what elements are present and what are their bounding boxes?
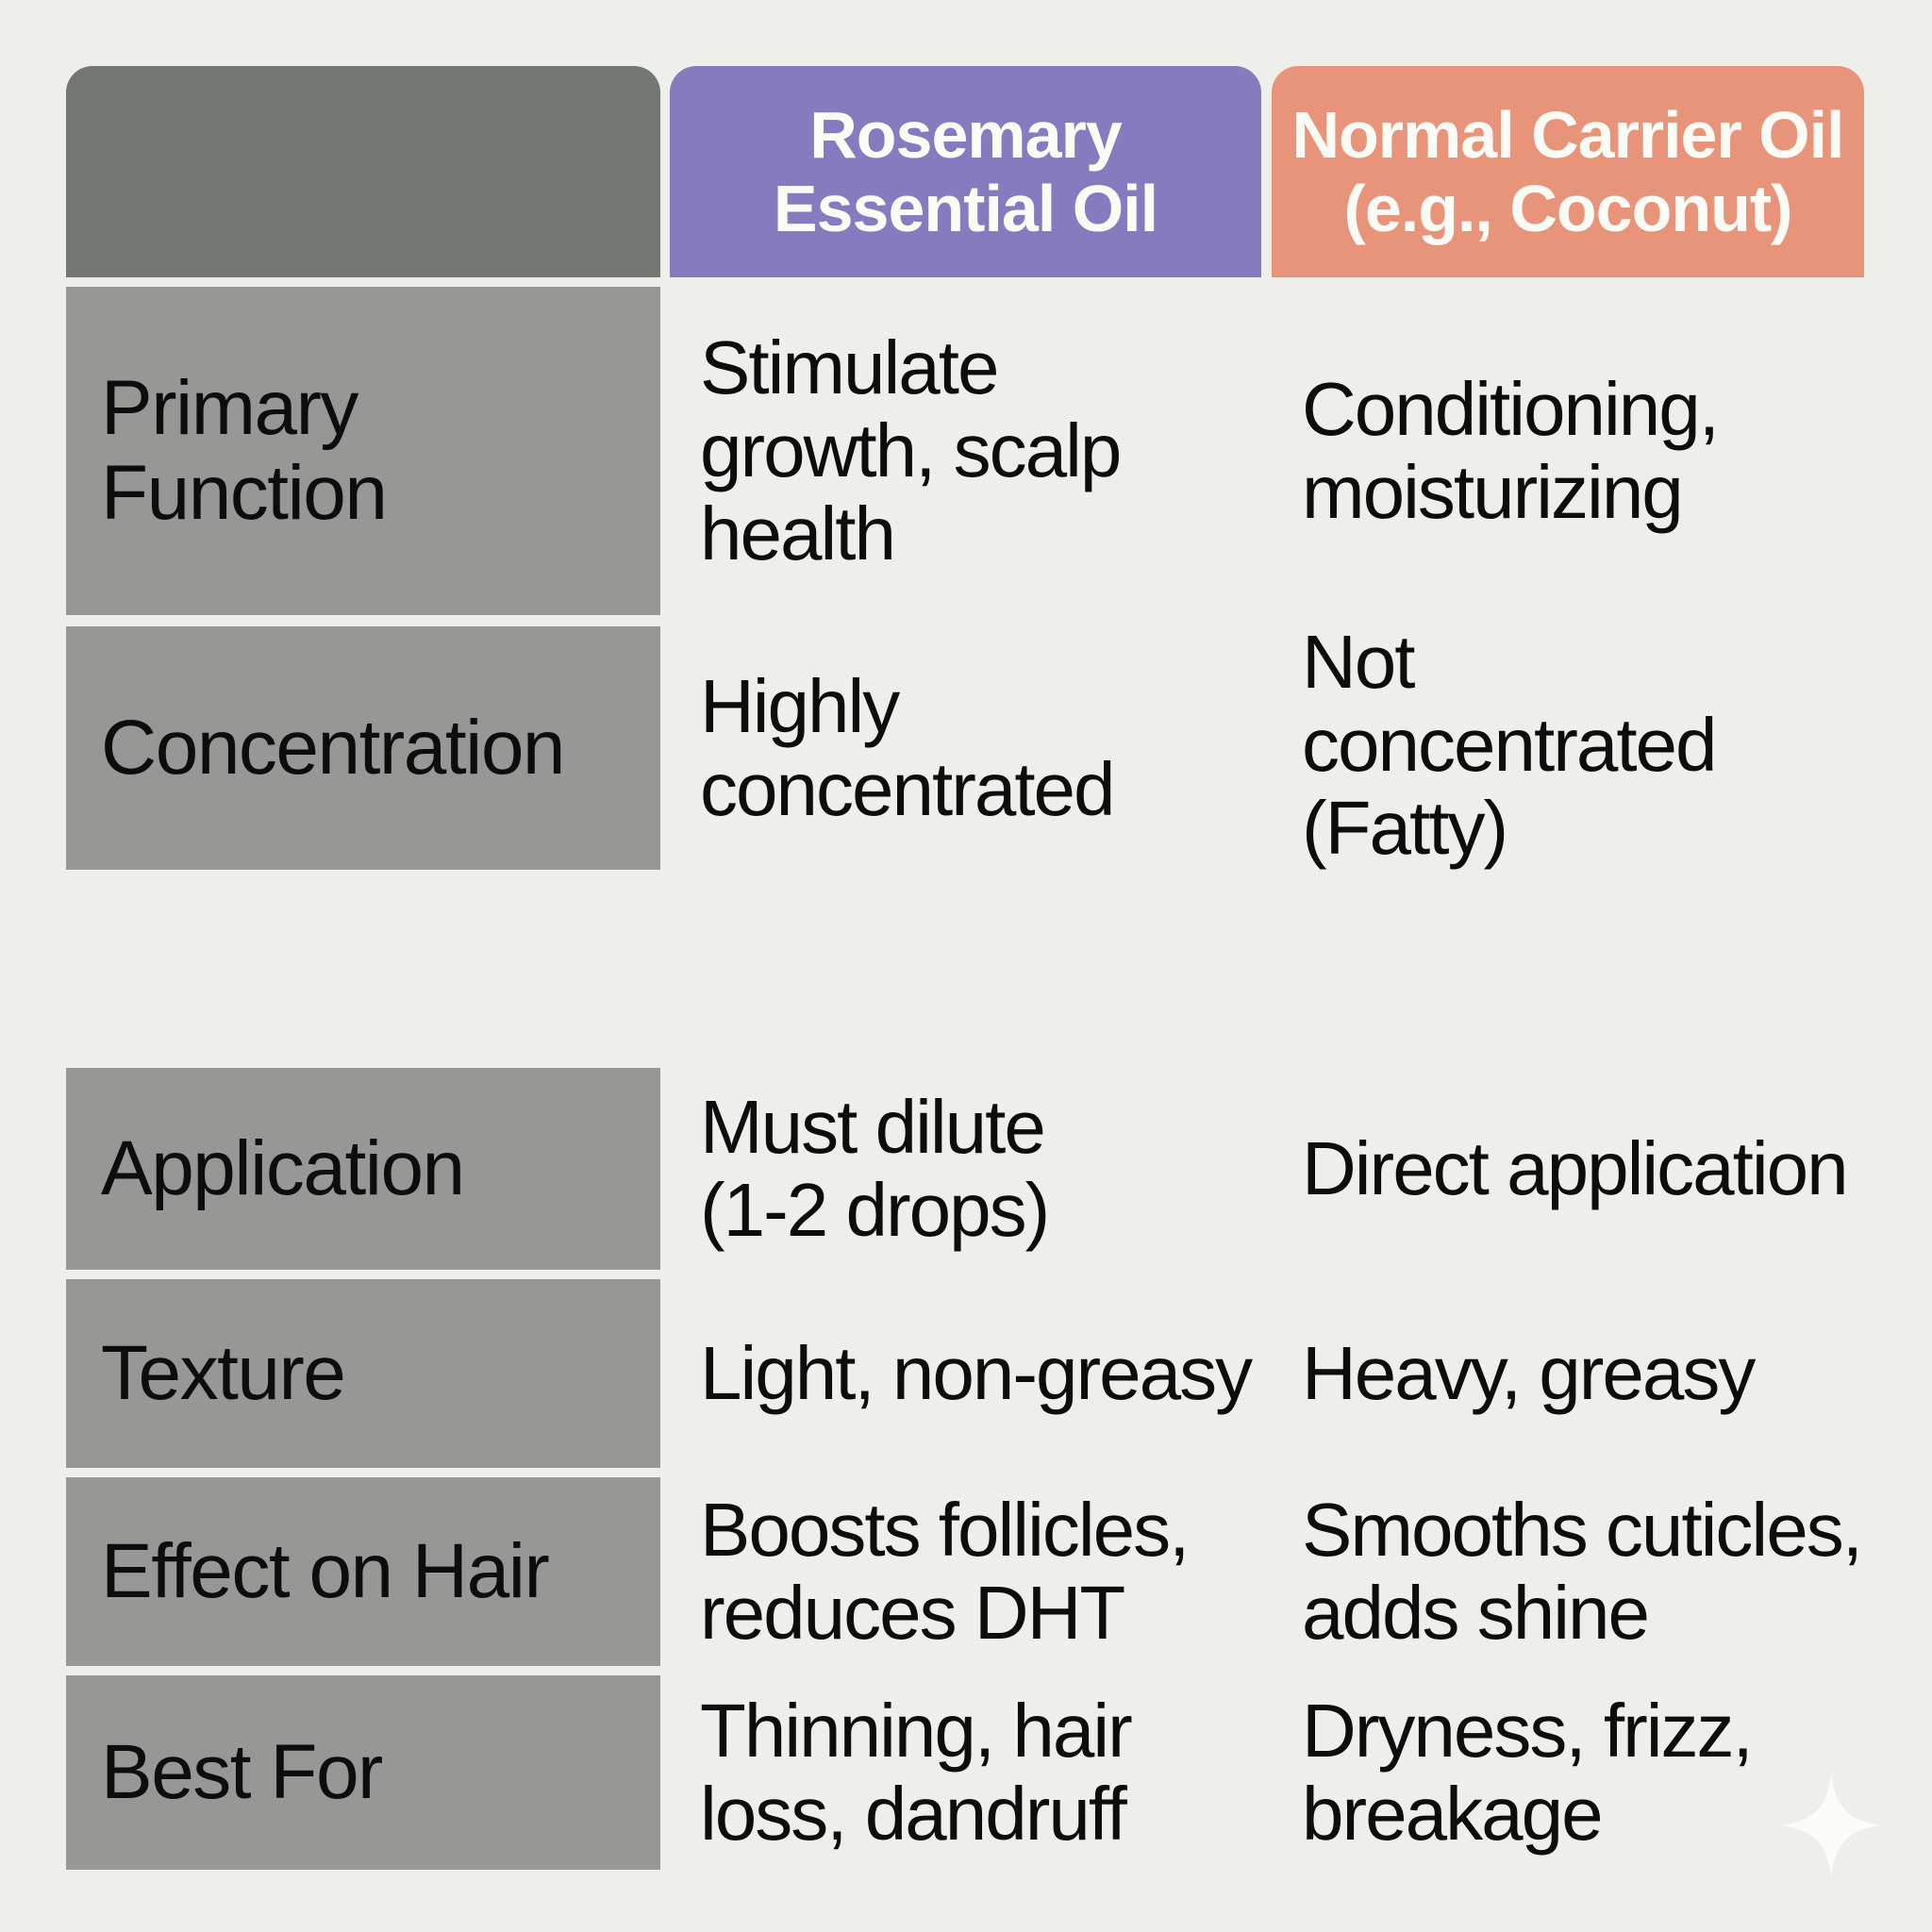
cell-rosemary-effect-on-hair: Boosts follicles, reduces DHT — [700, 1488, 1190, 1655]
row-label-text: Best For — [101, 1729, 383, 1815]
row-label-primary-function: Primary Function — [66, 287, 660, 615]
row-label-text: Application — [101, 1125, 465, 1211]
cell-carrier-texture: Heavy, greasy — [1302, 1331, 1756, 1415]
row-label-application: Application — [66, 1068, 660, 1270]
row-label-text: Concentration — [101, 705, 566, 791]
cell-rosemary-primary-function: Stimulate growth, scalp health — [700, 325, 1122, 575]
row-label-text: Primary Function — [101, 365, 388, 536]
row-label-best-for: Best For — [66, 1675, 660, 1870]
row-label-effect-on-hair: Effect on Hair — [66, 1477, 660, 1666]
cell-carrier-best-for: Dryness, frizz, breakage — [1302, 1689, 1754, 1856]
cell-carrier-concentration: Not concentrated (Fatty) — [1302, 620, 1718, 870]
header-rosemary-label: Rosemary Essential Oil — [773, 98, 1158, 245]
cell-rosemary-texture: Light, non-greasy — [700, 1331, 1253, 1415]
row-label-concentration: Concentration — [66, 626, 660, 870]
header-rosemary-essential-oil: Rosemary Essential Oil — [670, 66, 1261, 277]
row-label-text: Effect on Hair — [101, 1528, 550, 1614]
sparkle-icon — [1779, 1774, 1883, 1877]
header-carrier-label: Normal Carrier Oil (e.g., Coconut) — [1291, 98, 1845, 245]
header-normal-carrier-oil: Normal Carrier Oil (e.g., Coconut) — [1272, 66, 1864, 277]
cell-rosemary-concentration: Highly concentrated — [700, 664, 1116, 831]
cell-carrier-application: Direct application — [1302, 1126, 1849, 1210]
cell-rosemary-application: Must dilute (1-2 drops) — [700, 1085, 1050, 1252]
row-label-text: Texture — [101, 1330, 346, 1416]
cell-carrier-primary-function: Conditioning, moisturizing — [1302, 367, 1720, 534]
cell-carrier-effect-on-hair: Smooths cuticles, adds shine — [1302, 1488, 1863, 1655]
cell-rosemary-best-for: Thinning, hair loss, dandruff — [700, 1689, 1133, 1856]
row-label-texture: Texture — [66, 1279, 660, 1468]
header-cell-empty — [66, 66, 660, 277]
